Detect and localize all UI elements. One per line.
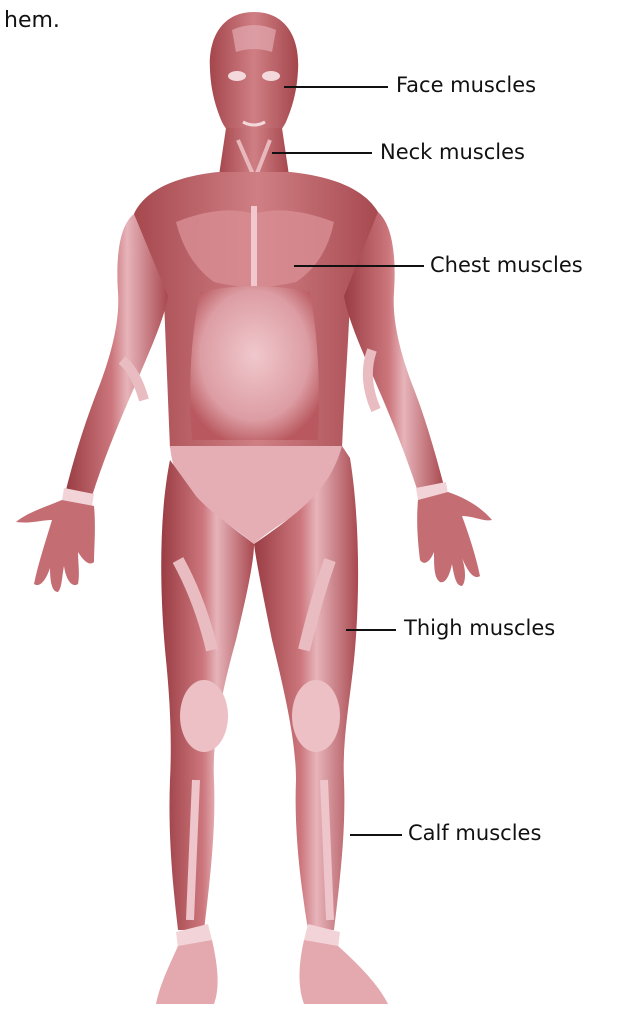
- forehead-highlight: [232, 25, 276, 52]
- left-hand: [16, 500, 95, 592]
- left-eye: [228, 71, 246, 81]
- thigh-muscles-label: Thigh muscles: [404, 616, 555, 640]
- left-foot: [156, 940, 218, 1004]
- abdomen-shape: [190, 286, 319, 440]
- calf-muscles-label: Calf muscles: [408, 821, 541, 845]
- right-knee: [292, 680, 340, 752]
- neck-muscles-label: Neck muscles: [380, 140, 525, 164]
- face-muscles-label: Face muscles: [396, 73, 536, 97]
- left-knee: [180, 680, 228, 752]
- right-foot: [300, 940, 389, 1004]
- right-eye: [262, 71, 280, 81]
- right-hand: [417, 492, 492, 586]
- chest-muscles-label: Chest muscles: [430, 253, 583, 277]
